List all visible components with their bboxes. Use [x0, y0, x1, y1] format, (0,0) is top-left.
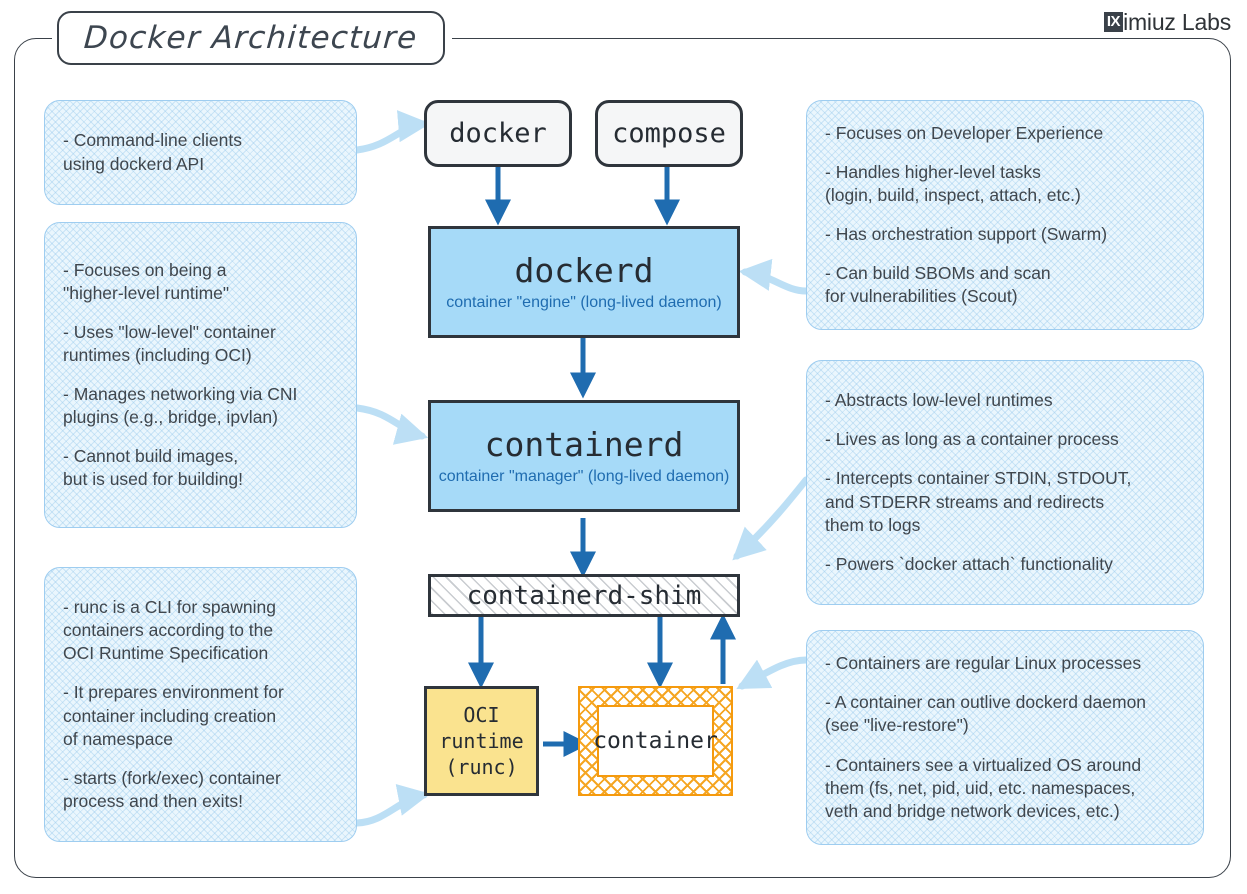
callout-cli-clients: - Command-line clients using dockerd API [44, 100, 357, 205]
node-dockerd[interactable]: dockerd container "engine" (long-lived d… [428, 226, 740, 338]
node-runc-label: OCI runtime (runc) [439, 703, 524, 779]
callout-bullet: - Has orchestration support (Swarm) [825, 224, 1108, 244]
callout-bullet: - runc is a CLI for spawning containers … [63, 597, 277, 664]
callout-bullet: - Intercepts container STDIN, STDOUT, an… [825, 468, 1132, 535]
page-title: Docker Architecture [83, 20, 419, 56]
node-container[interactable]: container [578, 686, 733, 796]
callout-bullet: - Focuses on being a "higher-level runti… [63, 259, 230, 303]
node-compose-label: compose [612, 118, 726, 149]
callout-bullet: - Containers see a virtualized OS around… [825, 754, 1142, 821]
callout-bullet: - Powers `docker attach` functionality [825, 553, 1113, 574]
node-containerd-label: containerd [484, 425, 684, 464]
node-docker[interactable]: docker [424, 100, 572, 167]
brand-name: imiuz Labs [1123, 8, 1231, 35]
callout-bullet: - A container can outlive dockerd daemon… [825, 692, 1147, 736]
callout-container-right: - Containers are regular Linux processes… [806, 630, 1204, 845]
callout-bullet: - It prepares environment for container … [63, 682, 284, 749]
callout-bullet: - Focuses on Developer Experience [825, 122, 1104, 143]
node-oci-runtime-runc[interactable]: OCI runtime (runc) [424, 686, 539, 796]
node-container-label: container [593, 728, 718, 754]
diagram-frame [14, 38, 1231, 878]
callout-shim-right: - Abstracts low-level runtimes - Lives a… [806, 360, 1204, 605]
callout-bullet: - Containers are regular Linux processes [825, 653, 1142, 674]
callout-bullet: - Command-line clients using dockerd API [63, 130, 242, 174]
node-compose[interactable]: compose [595, 100, 743, 167]
callout-bullet: - Lives as long as a container process [825, 429, 1119, 450]
callout-bullet: - Can build SBOMs and scan for vulnerabi… [825, 263, 1051, 307]
node-dockerd-label: dockerd [514, 251, 654, 290]
brand-logo: IX imiuz Labs [1103, 8, 1231, 36]
node-containerd-subtitle: container "manager" (long-lived daemon) [438, 468, 730, 485]
node-containerd-shim[interactable]: containerd-shim [428, 574, 740, 617]
diagram-title-box: Docker Architecture [57, 11, 445, 65]
brand-mark-icon: IX [1103, 12, 1124, 32]
node-containerd[interactable]: containerd container "manager" (long-liv… [428, 400, 740, 512]
callout-containerd-left: - Focuses on being a "higher-level runti… [44, 222, 357, 528]
callout-bullet: - Manages networking via CNI plugins (e.… [63, 384, 298, 428]
callout-bullet: - Uses "low-level" container runtimes (i… [63, 321, 276, 365]
callout-bullet: - Abstracts low-level runtimes [825, 390, 1053, 411]
node-containerd-shim-label: containerd-shim [466, 580, 702, 611]
callout-bullet: - starts (fork/exec) container process a… [63, 767, 281, 811]
node-dockerd-subtitle: container "engine" (long-lived daemon) [446, 294, 722, 311]
callout-runc-left: - runc is a CLI for spawning containers … [44, 567, 357, 842]
callout-dockerd-right: - Focuses on Developer Experience - Hand… [806, 100, 1204, 330]
node-docker-label: docker [449, 118, 547, 149]
container-inner-area: container [593, 705, 718, 777]
callout-bullet: - Cannot build images, but is used for b… [63, 446, 243, 490]
callout-bullet: - Handles higher-level tasks (login, bui… [825, 161, 1081, 205]
